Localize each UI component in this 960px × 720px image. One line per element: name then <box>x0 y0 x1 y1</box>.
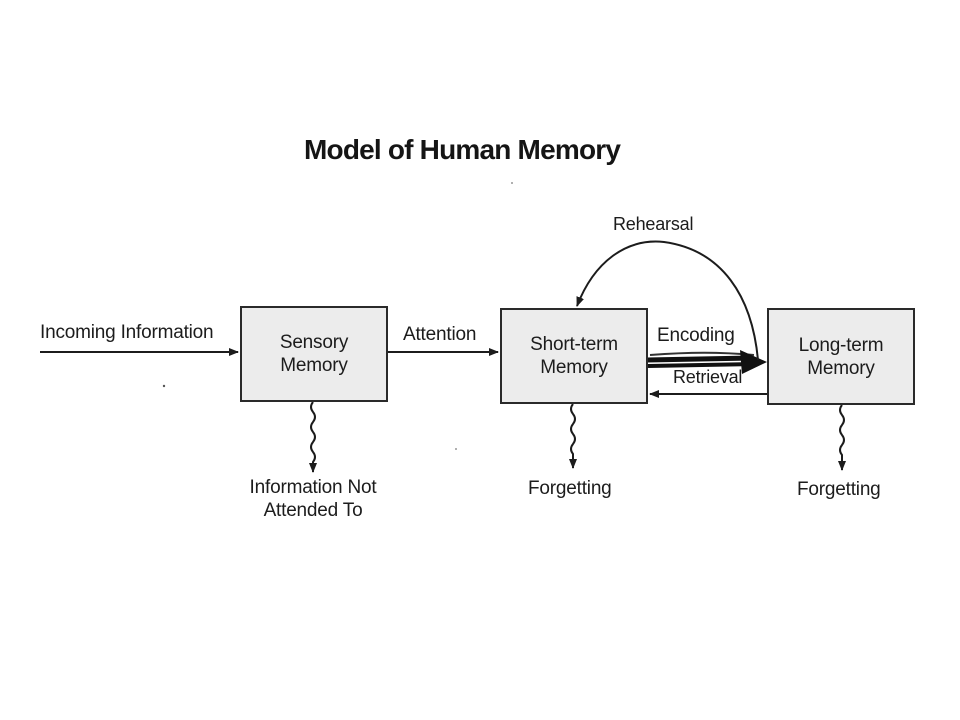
information-not-attended-label: Information Not Attended To <box>249 477 377 521</box>
long-term-decay-arrow <box>838 404 846 471</box>
diagram-title: Model of Human Memory <box>304 134 621 165</box>
scan-speck <box>455 448 457 450</box>
scan-speck <box>162 384 166 388</box>
short-term-memory-label: Short-term Memory <box>530 334 618 378</box>
scan-speck <box>511 182 513 184</box>
sensory-decay-arrow <box>309 401 317 473</box>
retrieval-label: Retrieval <box>673 367 743 387</box>
sensory-memory-box: Sensory Memory <box>240 306 388 402</box>
rehearsal-loop-arrow <box>576 240 759 361</box>
long-term-forgetting-label: Forgetting <box>797 479 881 500</box>
short-term-forgetting-label: Forgetting <box>528 478 612 499</box>
incoming-information-label: Incoming Information <box>40 322 214 343</box>
long-term-memory-label: Long-term Memory <box>798 334 884 379</box>
short-term-decay-arrow <box>569 403 577 469</box>
rehearsal-label: Rehearsal <box>613 214 694 234</box>
encoding-arrow <box>646 350 767 374</box>
sensory-memory-label: Sensory Memory <box>279 332 349 376</box>
short-term-memory-box: Short-term Memory <box>500 308 648 404</box>
attention-label: Attention <box>403 324 477 345</box>
long-term-memory-box: Long-term Memory <box>767 308 915 405</box>
encoding-label: Encoding <box>657 325 735 346</box>
